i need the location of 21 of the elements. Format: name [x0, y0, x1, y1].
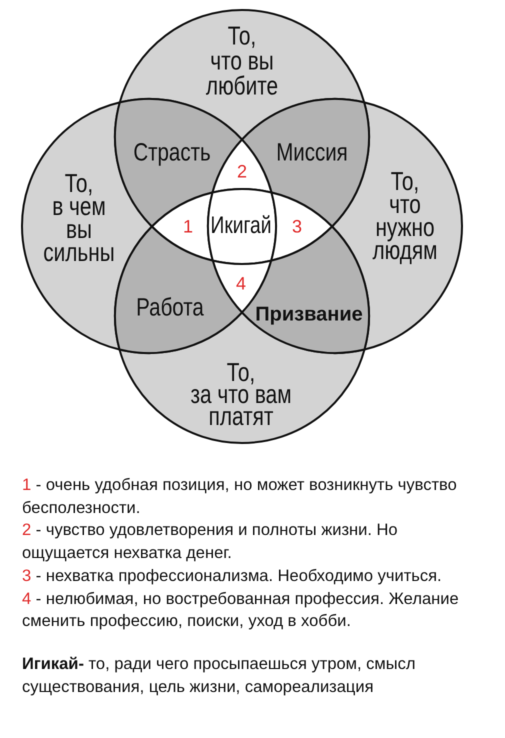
note-text: 1 - очень удобная позиция, но может возникнуть чувство бесполезности.	[22, 475, 458, 519]
region-label: Работа	[136, 294, 204, 322]
region-label: Призвание	[255, 304, 363, 326]
region-number: 4	[236, 274, 246, 294]
region-number: 3	[292, 216, 302, 238]
note-text: Игикай- то, ради чего просыпаешься утром, смысл существования, цель жизни, самореализация	[22, 654, 417, 698]
center-label: Икигай	[210, 212, 272, 240]
center-region	[207, 188, 277, 265]
note-text: 4 - нелюбимая, но востребованная профессия. Желание сменить профессию, поиски, уход в хобби.	[22, 588, 460, 632]
region-number: 1	[183, 216, 193, 238]
note-text: 3 - нехватка профессионализма. Необходимо учиться.	[22, 566, 443, 587]
region-label: Страсть	[133, 138, 211, 168]
circle-label: То, что вы любите	[206, 24, 278, 98]
circle-label: То, что нужно людям	[372, 170, 438, 262]
circle-label: То, в чем вы сильны	[43, 172, 115, 264]
overlap-region	[212, 139, 272, 193]
overlap-region	[271, 192, 332, 261]
region-number: 2	[237, 162, 247, 182]
region-label: Миссия	[276, 138, 348, 168]
circle-label: То, за что вам платят	[190, 361, 292, 427]
note-text: 2 - чувство удовлетворения и полноты жизни. Но ощущается нехватка денег.	[22, 520, 399, 564]
